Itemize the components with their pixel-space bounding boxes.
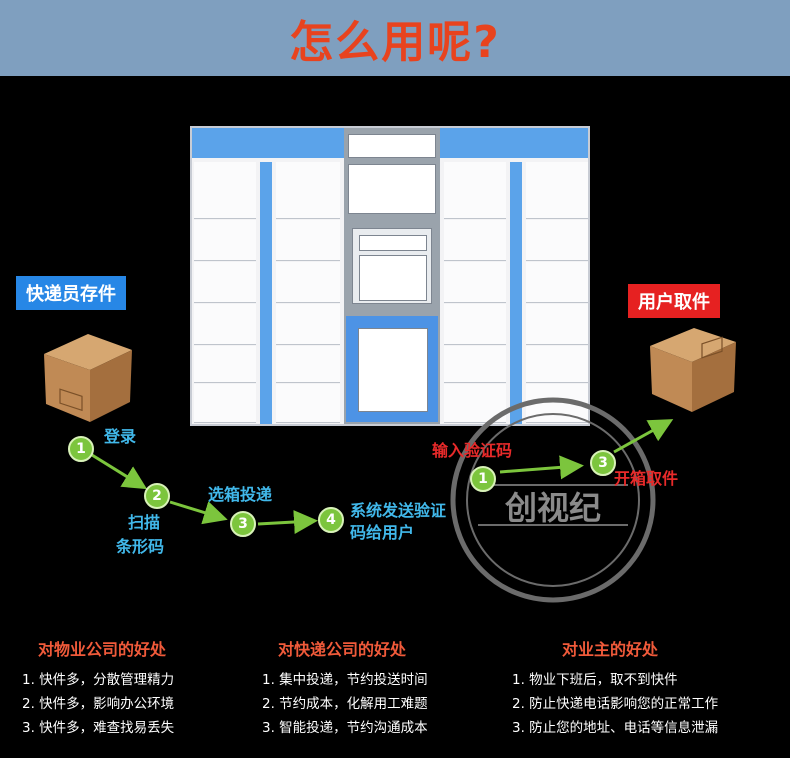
page-title: 怎么用呢?: [289, 17, 501, 68]
locker-door: [526, 346, 588, 383]
benefit-item: 2. 快件多，影响办公环境: [22, 696, 175, 712]
header-banner: 怎么用呢?: [0, 0, 790, 76]
user-pickup-tag: 用户取件: [628, 284, 720, 318]
user-step-enter-code-label: 输入验证码: [432, 441, 513, 460]
step-send-label-line2: 码给用户: [350, 523, 415, 542]
step-send-label-line1: 系统发送验证: [350, 501, 447, 520]
benefit-item: 1. 物业下班后，取不到快件: [512, 672, 678, 688]
watermark-stamp: 创视纪: [450, 397, 656, 603]
benefit-item: 1. 集中投递，节约投送时间: [262, 672, 428, 688]
stamp-text: 创视纪: [504, 489, 601, 527]
cabinet-keypad-area: [352, 228, 432, 304]
step-select-label: 选箱投递: [208, 485, 273, 504]
benefit-item: 3. 防止您的地址、电话等信息泄漏: [512, 720, 719, 736]
user-step-3-badge: 3: [590, 450, 616, 476]
locker-door: [194, 262, 256, 303]
step-login-label: 登录: [104, 427, 137, 446]
locker-door: [526, 220, 588, 261]
cabinet-label-panel: [348, 134, 436, 158]
benefit-title: 对快递公司的好处: [278, 640, 407, 659]
step-scan-label-line1: 扫描: [128, 513, 161, 532]
locker-door: [444, 304, 506, 345]
package-box-icon: [650, 328, 736, 412]
cabinet-touch-screen: [358, 328, 428, 412]
locker-door: [526, 304, 588, 345]
locker-door: [276, 162, 340, 219]
cabinet-divider-left: [260, 162, 272, 424]
package-box-icon: [44, 334, 132, 422]
locker-door: [276, 220, 340, 261]
locker-door: [276, 346, 340, 383]
locker-cabinet: [190, 126, 590, 426]
cabinet-divider-right: [510, 162, 522, 424]
locker-door: [276, 262, 340, 303]
benefit-owner-column: 对业主的好处 1. 物业下班后，取不到快件 2. 防止快递电话影响您的正常工作 …: [512, 636, 718, 740]
cabinet-top-bar-right: [440, 128, 588, 158]
step-2-badge: 2: [144, 483, 170, 509]
step-scan-label-line2: 条形码: [116, 537, 165, 556]
benefit-item: 3. 快件多，难查找易丢失: [22, 720, 175, 736]
locker-door: [526, 262, 588, 303]
benefit-title: 对物业公司的好处: [38, 640, 167, 659]
benefit-title: 对业主的好处: [562, 640, 659, 659]
step-1-badge: 1: [68, 436, 94, 462]
keypad-display: [359, 235, 427, 251]
locker-door: [194, 346, 256, 383]
locker-door: [444, 220, 506, 261]
step-3-badge: 3: [230, 511, 256, 537]
locker-door: [444, 346, 506, 383]
locker-door: [194, 162, 256, 219]
user-step-open-label: 开箱取件: [614, 469, 679, 488]
locker-door: [194, 304, 256, 345]
cabinet-control-column: [344, 128, 440, 424]
benefit-item: 2. 节约成本，化解用工难题: [262, 696, 428, 712]
locker-door: [276, 384, 340, 423]
cabinet-upper-door: [348, 164, 436, 214]
courier-deposit-tag: 快递员存件: [16, 276, 126, 310]
benefit-courier-column: 对快递公司的好处 1. 集中投递，节约投送时间 2. 节约成本，化解用工难题 3…: [262, 636, 428, 740]
locker-door: [276, 304, 340, 345]
locker-door: [194, 384, 256, 423]
user-step-1-badge: 1: [470, 466, 496, 492]
benefit-item: 1. 快件多，分散管理精力: [22, 672, 175, 688]
locker-door: [444, 162, 506, 219]
locker-door: [194, 220, 256, 261]
locker-door: [526, 162, 588, 219]
cabinet-screen-frame: [346, 316, 438, 422]
locker-door: [444, 262, 506, 303]
cabinet-top-bar-left: [192, 128, 344, 158]
benefit-item: 2. 防止快递电话影响您的正常工作: [512, 696, 719, 712]
step-4-badge: 4: [318, 507, 344, 533]
benefit-property-column: 对物业公司的好处 1. 快件多，分散管理精力 2. 快件多，影响办公环境 3. …: [22, 636, 174, 740]
keypad-panel: [359, 255, 427, 301]
benefit-item: 3. 智能投递，节约沟通成本: [262, 720, 428, 736]
